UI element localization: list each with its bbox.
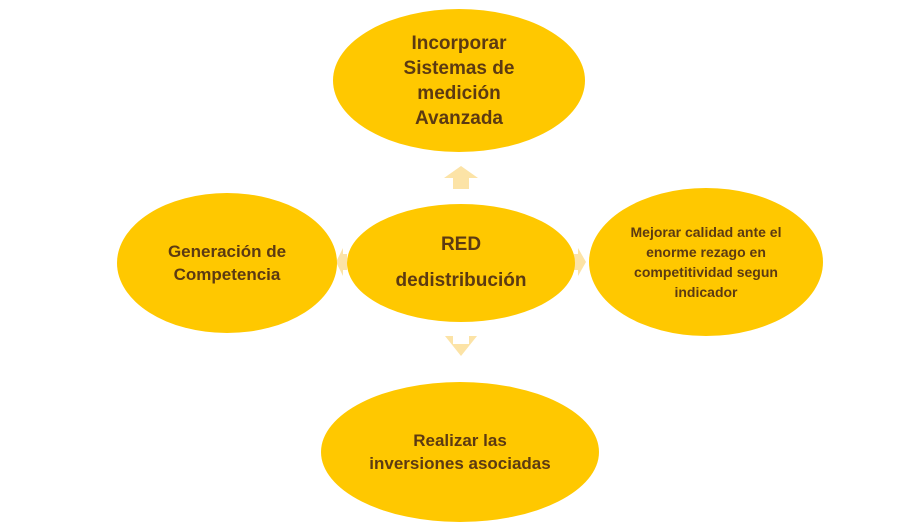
node-text-line: Incorporar (411, 32, 507, 54)
node-text-line: enorme rezago en (646, 244, 766, 260)
node-incorporar-sistemas-text: Incorporar Sistemas de medición Avanzada (404, 31, 515, 131)
arrow-down-icon (445, 336, 477, 356)
node-text-line: Mejorar calidad ante el (630, 224, 782, 240)
node-text-line: medición (417, 82, 501, 104)
node-realizar-inversiones: Realizar las inversiones asociadas (321, 382, 599, 522)
node-text-line: inversiones asociadas (369, 454, 551, 473)
arrow-right-icon (574, 248, 586, 276)
node-text-line: Competencia (173, 265, 281, 284)
node-text-line: Sistemas de (403, 57, 515, 79)
node-generacion-competencia-text: Generación de Competencia (168, 240, 286, 286)
arrow-up-icon (444, 166, 478, 189)
node-text-line: Avanzada (415, 107, 503, 129)
node-mejorar-calidad-text: Mejorar calidad ante el enorme rezago en… (631, 222, 782, 302)
node-text-line: indicador (674, 284, 738, 300)
node-text-line: RED (440, 234, 482, 255)
node-realizar-inversiones-text: Realizar las inversiones asociadas (369, 429, 550, 475)
node-text-line: competitividad segun (634, 264, 778, 280)
node-incorporar-sistemas: Incorporar Sistemas de medición Avanzada (333, 9, 585, 152)
node-text-line: Generación de (167, 242, 287, 261)
node-red-distribucion-text: RED dedistribución (396, 227, 527, 299)
node-mejorar-calidad: Mejorar calidad ante el enorme rezago en… (589, 188, 823, 336)
node-generacion-competencia: Generación de Competencia (117, 193, 337, 333)
node-text-line: dedistribución (395, 270, 527, 291)
node-red-distribucion: RED dedistribución (347, 204, 575, 322)
node-text-line: Realizar las (413, 431, 507, 450)
arrow-left-icon (336, 248, 347, 276)
